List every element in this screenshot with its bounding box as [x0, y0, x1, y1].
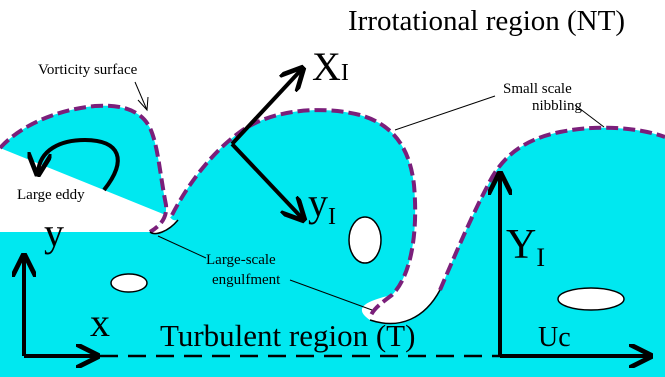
large-eddy-label: Large eddy — [17, 187, 85, 203]
engulfment-edge — [369, 289, 441, 325]
engulfment-leader-right — [289, 279, 373, 311]
interface-line-middle — [170, 108, 418, 319]
yi-axis-arrow — [230, 142, 302, 218]
yi-axis-label: yI — [308, 180, 336, 230]
interface-line-right — [438, 125, 665, 291]
vorticity-surface-leader — [134, 81, 148, 111]
engulfment-label: engulfment — [212, 272, 281, 288]
nibbling-leader — [574, 104, 605, 128]
small-scale-leader — [394, 95, 496, 131]
large-eddy-arrow — [38, 137, 120, 192]
irrotational-island-right — [557, 287, 625, 311]
vorticity-surface-label: Vorticity surface — [38, 62, 138, 78]
small-scale-label: Small scale — [503, 81, 572, 97]
Yi-height-label: YI — [506, 222, 545, 272]
uc-label: Uc — [538, 322, 571, 353]
irrotational-island-center — [348, 216, 382, 264]
nibbling-label: nibbling — [532, 98, 583, 114]
y-axis-label: y — [44, 210, 64, 255]
x-axis-label: x — [90, 300, 110, 345]
xi-axis-arrow — [230, 70, 301, 146]
large-scale-label: Large-scale — [206, 252, 276, 268]
vorticity-surface-line — [0, 103, 169, 234]
engulfment-edge-left — [149, 219, 179, 235]
engulfment-leader-left — [157, 235, 207, 259]
vorticity-surface-leader-head — [137, 96, 149, 112]
turbulent-region-label: Turbulent region (T) — [160, 318, 415, 353]
diagram-title: Irrotational region (NT) — [348, 5, 625, 37]
irrotational-island-left — [110, 273, 148, 293]
xi-axis-label: XI — [312, 44, 349, 89]
